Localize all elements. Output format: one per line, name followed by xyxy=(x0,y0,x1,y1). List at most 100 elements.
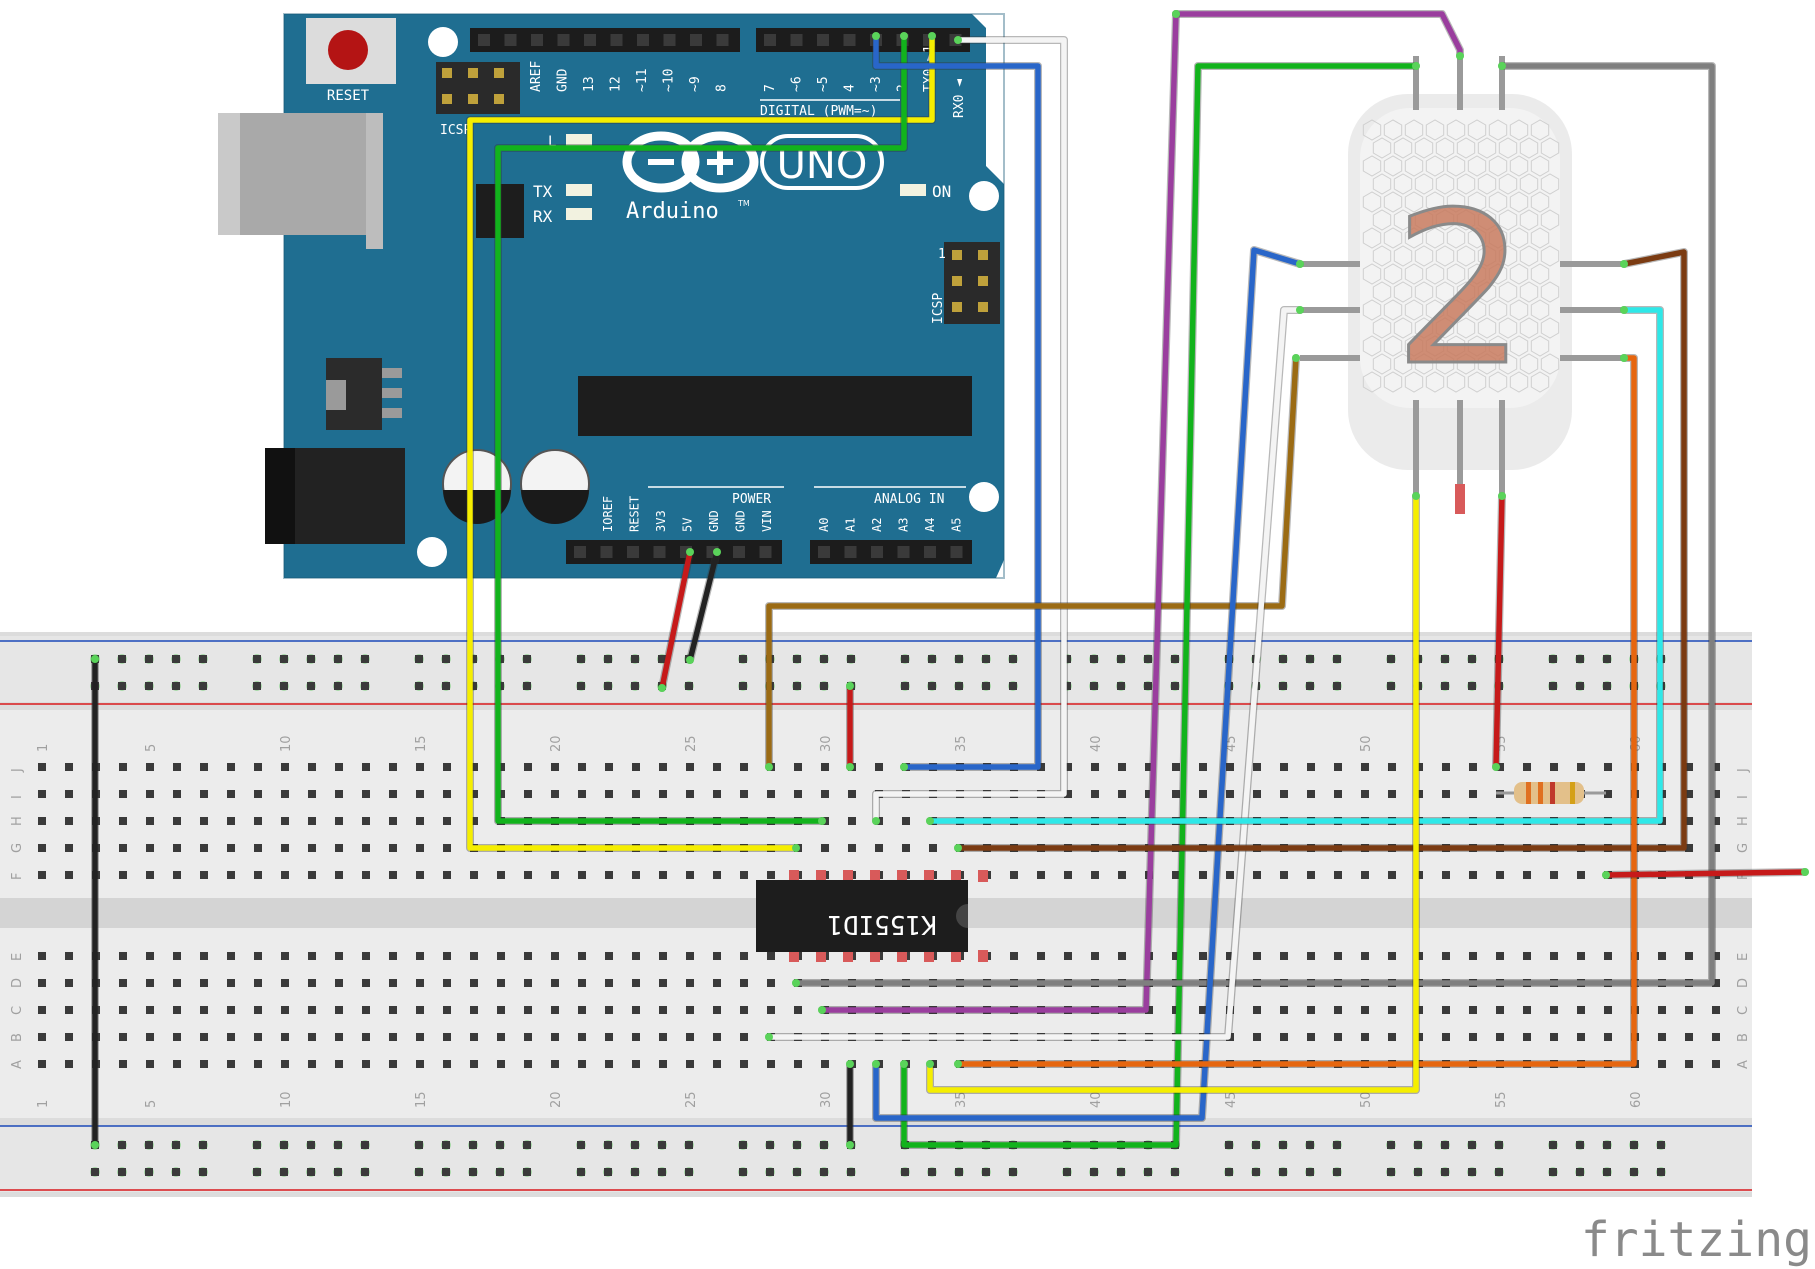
breadboard-hole[interactable] xyxy=(173,1033,181,1041)
breadboard-hole[interactable] xyxy=(686,1060,694,1068)
breadboard-hole[interactable] xyxy=(119,844,127,852)
rail-hole[interactable] xyxy=(1387,1141,1395,1149)
breadboard-hole[interactable] xyxy=(1442,871,1450,879)
breadboard-hole[interactable] xyxy=(1307,952,1315,960)
breadboard-hole[interactable] xyxy=(200,979,208,987)
rail-hole[interactable] xyxy=(1090,1168,1098,1176)
wire-green-digital[interactable] xyxy=(495,33,907,824)
breadboard-hole[interactable] xyxy=(38,979,46,987)
rail-hole[interactable] xyxy=(280,655,288,663)
rail-hole[interactable] xyxy=(928,682,936,690)
rail-hole[interactable] xyxy=(793,1141,801,1149)
rail-hole[interactable] xyxy=(1252,1141,1260,1149)
breadboard-hole[interactable] xyxy=(1361,1006,1369,1014)
breadboard-hole[interactable] xyxy=(119,790,127,798)
rail-hole[interactable] xyxy=(1279,682,1287,690)
breadboard-hole[interactable] xyxy=(1199,763,1207,771)
breadboard-hole[interactable] xyxy=(362,790,370,798)
breadboard-hole[interactable] xyxy=(1118,763,1126,771)
rail-hole[interactable] xyxy=(631,1141,639,1149)
rail-hole[interactable] xyxy=(199,1168,207,1176)
breadboard-hole[interactable] xyxy=(281,1006,289,1014)
breadboard-hole[interactable] xyxy=(578,979,586,987)
rail-hole[interactable] xyxy=(442,682,450,690)
breadboard-hole[interactable] xyxy=(605,763,613,771)
breadboard-hole[interactable] xyxy=(1037,952,1045,960)
rail-hole[interactable] xyxy=(928,1168,936,1176)
rail-hole[interactable] xyxy=(1117,682,1125,690)
breadboard-hole[interactable] xyxy=(686,952,694,960)
breadboard-hole[interactable] xyxy=(1712,1060,1720,1068)
breadboard-hole[interactable] xyxy=(1307,763,1315,771)
rail-hole[interactable] xyxy=(1117,1168,1125,1176)
breadboard-hole[interactable] xyxy=(1550,871,1558,879)
breadboard-hole[interactable] xyxy=(416,790,424,798)
breadboard-hole[interactable] xyxy=(281,763,289,771)
breadboard-hole[interactable] xyxy=(875,844,883,852)
breadboard-hole[interactable] xyxy=(1307,1006,1315,1014)
wire-end[interactable] xyxy=(926,1060,934,1068)
breadboard-hole[interactable] xyxy=(335,790,343,798)
rail-hole[interactable] xyxy=(820,1168,828,1176)
header-pin[interactable] xyxy=(871,546,883,558)
wire-end[interactable] xyxy=(926,817,934,825)
breadboard-hole[interactable] xyxy=(875,763,883,771)
breadboard-hole[interactable] xyxy=(605,979,613,987)
breadboard-hole[interactable] xyxy=(1415,1006,1423,1014)
wire-end[interactable] xyxy=(91,1141,99,1149)
breadboard-hole[interactable] xyxy=(1172,1006,1180,1014)
breadboard-hole[interactable] xyxy=(389,1033,397,1041)
breadboard-hole[interactable] xyxy=(389,952,397,960)
rail-hole[interactable] xyxy=(1468,1141,1476,1149)
breadboard-hole[interactable] xyxy=(1199,790,1207,798)
breadboard-hole[interactable] xyxy=(1091,871,1099,879)
breadboard-hole[interactable] xyxy=(200,1033,208,1041)
rail-hole[interactable] xyxy=(1549,655,1557,663)
breadboard-hole[interactable] xyxy=(335,871,343,879)
breadboard-hole[interactable] xyxy=(767,952,775,960)
breadboard-hole[interactable] xyxy=(38,1006,46,1014)
rail-hole[interactable] xyxy=(820,682,828,690)
rail-hole[interactable] xyxy=(442,1168,450,1176)
breadboard-hole[interactable] xyxy=(416,979,424,987)
breadboard-hole[interactable] xyxy=(551,1006,559,1014)
rail-hole[interactable] xyxy=(1657,1168,1665,1176)
wire-red-out[interactable] xyxy=(1603,869,1808,878)
breadboard-hole[interactable] xyxy=(1037,763,1045,771)
rail-hole[interactable] xyxy=(1144,655,1152,663)
breadboard-hole[interactable] xyxy=(416,763,424,771)
breadboard-hole[interactable] xyxy=(740,979,748,987)
rail-hole[interactable] xyxy=(901,1168,909,1176)
breadboard-hole[interactable] xyxy=(1361,871,1369,879)
breadboard-hole[interactable] xyxy=(146,844,154,852)
breadboard-hole[interactable] xyxy=(173,1060,181,1068)
rail-hole[interactable] xyxy=(145,1168,153,1176)
rail-hole[interactable] xyxy=(1414,1141,1422,1149)
wire-end[interactable] xyxy=(1498,492,1506,500)
breadboard-hole[interactable] xyxy=(1307,871,1315,879)
wire-end[interactable] xyxy=(846,1141,854,1149)
rail-hole[interactable] xyxy=(847,655,855,663)
breadboard-hole[interactable] xyxy=(1199,952,1207,960)
breadboard-hole[interactable] xyxy=(227,1033,235,1041)
breadboard-hole[interactable] xyxy=(146,1006,154,1014)
breadboard-hole[interactable] xyxy=(524,1060,532,1068)
breadboard-hole[interactable] xyxy=(146,1060,154,1068)
breadboard-hole[interactable] xyxy=(1415,952,1423,960)
wire-end[interactable] xyxy=(954,1060,962,1068)
breadboard-hole[interactable] xyxy=(551,871,559,879)
breadboard-hole[interactable] xyxy=(362,817,370,825)
rail-hole[interactable] xyxy=(442,1141,450,1149)
breadboard-hole[interactable] xyxy=(1280,1006,1288,1014)
breadboard-hole[interactable] xyxy=(1199,1006,1207,1014)
breadboard-hole[interactable] xyxy=(1280,952,1288,960)
breadboard-hole[interactable] xyxy=(119,1006,127,1014)
rail-hole[interactable] xyxy=(1279,655,1287,663)
breadboard-hole[interactable] xyxy=(1253,871,1261,879)
breadboard-hole[interactable] xyxy=(65,871,73,879)
breadboard-hole[interactable] xyxy=(1685,844,1693,852)
breadboard-hole[interactable] xyxy=(308,871,316,879)
header-pin[interactable] xyxy=(584,34,596,46)
rail-hole[interactable] xyxy=(1603,1168,1611,1176)
rail-hole[interactable] xyxy=(1387,1168,1395,1176)
